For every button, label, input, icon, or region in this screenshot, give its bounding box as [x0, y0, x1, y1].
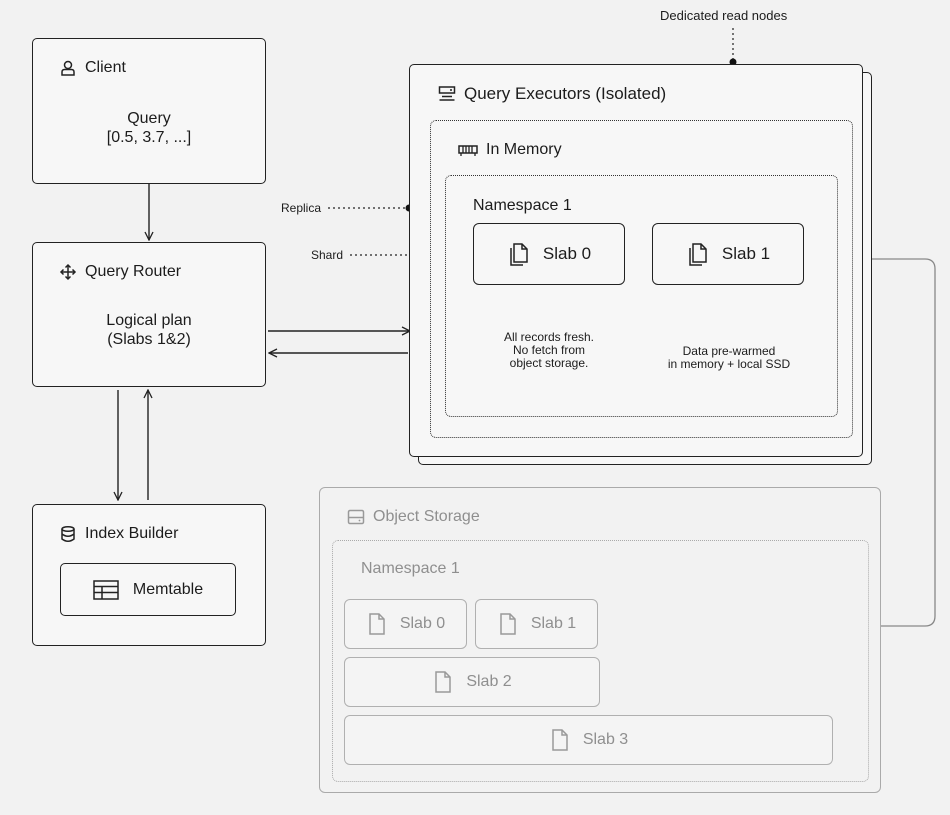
os-slab0-box: Slab 0 — [344, 599, 467, 649]
object-storage-title-text: Object Storage — [373, 508, 480, 525]
executors-title-text: Query Executors (Isolated) — [464, 84, 667, 103]
object-storage-box: Object Storage Namespace 1 Slab 0 Slab 1… — [319, 487, 881, 793]
table-icon — [93, 579, 119, 600]
index-builder-box: Index Builder Memtable — [32, 504, 266, 646]
object-storage-title: Object Storage — [347, 508, 480, 526]
router-plan: Logical plan (Slabs 1&2) — [33, 311, 265, 349]
user-icon — [59, 59, 77, 77]
query-router-box: Query Router Logical plan (Slabs 1&2) — [32, 242, 266, 387]
slab1-note: Data pre-warmed in memory + local SSD — [654, 345, 804, 371]
index-builder-title: Index Builder — [59, 525, 178, 543]
in-memory-title: In Memory — [458, 141, 562, 159]
file-copy-icon — [507, 241, 531, 267]
in-memory-region — [430, 120, 853, 438]
slab0-note: All records fresh. No fetch from object … — [489, 331, 609, 370]
os-slab0-label: Slab 0 — [399, 615, 446, 632]
os-slab3-label: Slab 3 — [582, 731, 629, 748]
namespace-region — [445, 175, 838, 417]
os-namespace-title: Namespace 1 — [361, 560, 460, 577]
server-icon — [438, 85, 456, 103]
router-plan-line1: Logical plan — [106, 312, 192, 329]
in-memory-text: In Memory — [486, 141, 562, 158]
storage-drive-icon — [347, 508, 365, 526]
memtable-label: Memtable — [132, 580, 204, 598]
client-query: Query [0.5, 3.7, ...] — [33, 109, 265, 147]
slab1-note-line1: Data pre-warmed — [682, 344, 776, 358]
file-icon — [497, 612, 519, 636]
os-slab1-label: Slab 1 — [530, 615, 577, 632]
file-icon — [549, 728, 571, 752]
slab1-box: Slab 1 — [652, 223, 804, 285]
os-slab1-box: Slab 1 — [475, 599, 598, 649]
index-builder-title-text: Index Builder — [85, 525, 179, 542]
router-title: Query Router — [59, 263, 181, 281]
file-icon — [432, 670, 454, 694]
namespace-title: Namespace 1 — [473, 197, 572, 214]
file-icon — [366, 612, 388, 636]
client-title: Client — [59, 59, 126, 77]
slab0-note-line1: All records fresh. — [503, 330, 595, 344]
os-slab3-box: Slab 3 — [344, 715, 833, 765]
memtable-box: Memtable — [60, 563, 236, 616]
router-title-text: Query Router — [85, 263, 182, 280]
client-box: Client Query [0.5, 3.7, ...] — [32, 38, 266, 184]
database-icon — [59, 525, 77, 543]
executors-box: Query Executors (Isolated) In Memory Nam… — [409, 64, 863, 457]
slab0-box: Slab 0 — [473, 223, 625, 285]
dedicated-read-nodes-label: Dedicated read nodes — [660, 8, 788, 23]
client-query-line2: [0.5, 3.7, ...] — [106, 129, 192, 146]
os-namespace-region — [332, 540, 869, 782]
move-icon — [59, 263, 77, 281]
os-slab2-label: Slab 2 — [466, 673, 512, 690]
executors-title: Query Executors (Isolated) — [438, 84, 666, 104]
file-copy-icon — [686, 241, 710, 267]
client-query-line1: Query — [127, 110, 171, 127]
replica-label: Replica — [281, 201, 322, 215]
os-slab2-box: Slab 2 — [344, 657, 600, 707]
slab1-note-line2: in memory + local SSD — [667, 357, 791, 371]
slab0-note-line3: object storage. — [509, 356, 589, 370]
router-plan-line2: (Slabs 1&2) — [107, 331, 191, 348]
client-title-text: Client — [85, 59, 126, 76]
slab0-label: Slab 0 — [542, 244, 592, 263]
slab0-note-line2: No fetch from — [512, 343, 586, 357]
slab1-label: Slab 1 — [721, 244, 771, 263]
memory-chip-icon — [458, 143, 478, 157]
shard-label: Shard — [311, 248, 344, 262]
